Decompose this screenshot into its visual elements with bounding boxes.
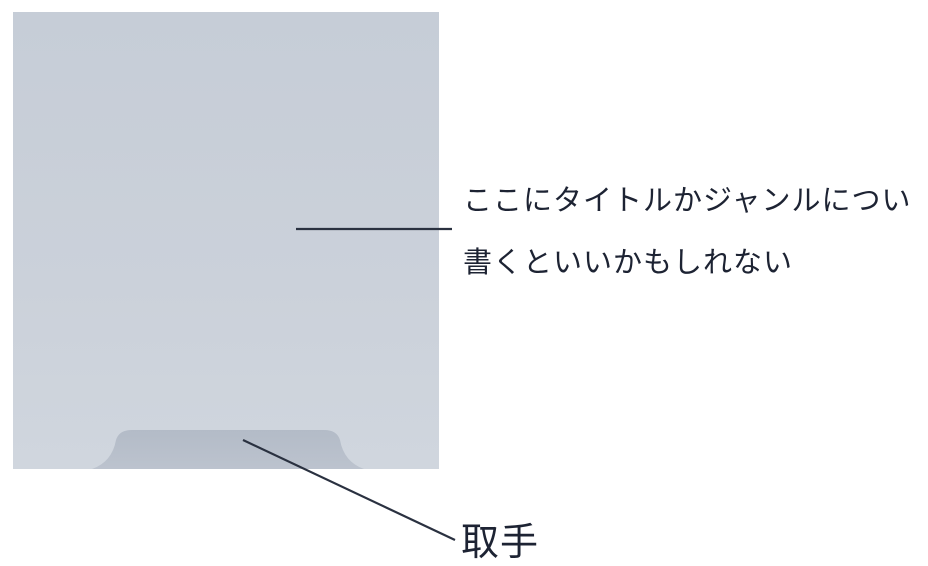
folder-panel	[13, 12, 439, 469]
handle-label: 取手	[461, 520, 540, 564]
handle-leader-line	[242, 439, 456, 541]
title-note-line-2: 書くといいかもしれない	[463, 245, 794, 279]
title-note-line-1: ここにタイトルかジャンルについ	[463, 183, 912, 217]
handle-tab	[92, 430, 364, 469]
